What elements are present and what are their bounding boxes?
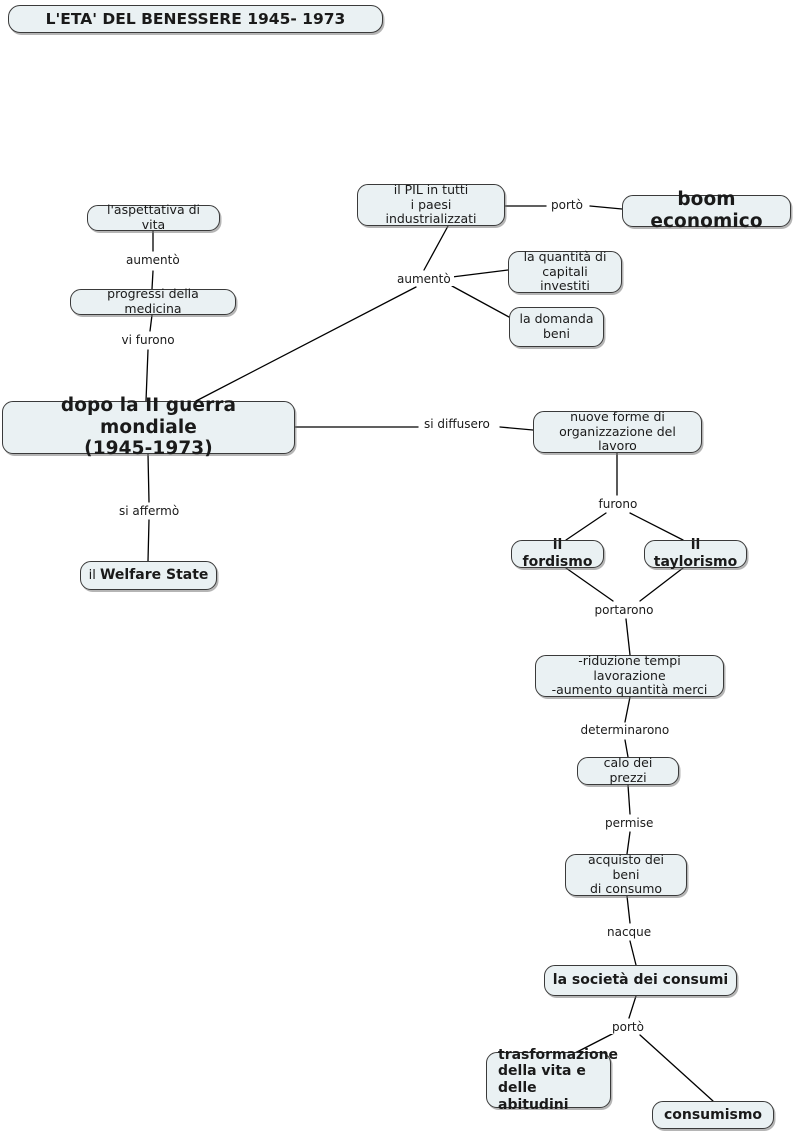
- edge-line: [147, 453, 150, 503]
- edge-line: [629, 512, 684, 541]
- edge-line: [499, 426, 534, 431]
- node-welfare[interactable]: il Welfare State: [80, 561, 217, 590]
- node-nuoveforme[interactable]: nuove forme di organizzazione del lavoro: [533, 409, 702, 453]
- node-domanda[interactable]: la domanda beni: [509, 307, 604, 347]
- node-pil[interactable]: il PIL in tutti i paesi industrializzati: [357, 182, 505, 226]
- node-taylorismo[interactable]: il taylorismo: [644, 537, 747, 570]
- edge-line: [451, 285, 510, 318]
- node-acquisto[interactable]: acquisto dei beni di consumo: [565, 852, 687, 896]
- edge-line: [145, 349, 149, 402]
- edge-line: [624, 696, 631, 723]
- edge-line: [565, 512, 607, 541]
- edge-line: [423, 225, 449, 271]
- edge-line: [639, 567, 684, 602]
- node-welfare-article: il: [88, 567, 100, 583]
- node-calo[interactable]: calo dei prezzi: [577, 755, 679, 785]
- edge-line: [626, 895, 631, 924]
- edge-label-acquisto-societa: nacque: [604, 925, 655, 939]
- edge-line: [589, 205, 623, 210]
- edge-label-dopoguerra-nuoveforme: si diffusero: [421, 417, 493, 431]
- edge-line: [451, 269, 509, 278]
- node-title[interactable]: L'ETA' DEL BENESSERE 1945- 1973: [8, 5, 383, 33]
- edge-line: [628, 995, 637, 1019]
- edge-label-pil-boom: portò: [548, 198, 586, 212]
- edge-line: [147, 519, 150, 562]
- edge-label-societa-trasformazione: portò: [609, 1020, 647, 1034]
- edge-label-dopoguerra-welfare: si affermò: [116, 504, 183, 518]
- edge-label-nuoveforme-fordismo: furono: [595, 497, 641, 511]
- node-trasformazione[interactable]: trasformazione della vita e delle abitud…: [486, 1047, 618, 1113]
- node-aspettativa[interactable]: l'aspettativa di vita: [87, 202, 220, 232]
- node-medicina[interactable]: progressi della medicina: [70, 286, 236, 316]
- node-riduzione[interactable]: -riduzione tempi lavorazione -aumento qu…: [535, 653, 724, 697]
- node-fordismo[interactable]: il fordismo: [511, 537, 604, 570]
- edge-label-medicina-dopoguerra: vi furono: [118, 333, 178, 347]
- edge-label-fordismo-riduzione: portarono: [591, 603, 657, 617]
- edge-line: [627, 784, 631, 815]
- edge-label-pil-capitali: aumentò: [394, 272, 454, 286]
- edge-line: [629, 940, 637, 966]
- node-consumismo[interactable]: consumismo: [652, 1101, 774, 1129]
- edge-line: [626, 831, 631, 855]
- node-welfare-term: Welfare State: [99, 567, 209, 584]
- node-capitali[interactable]: la quantità di capitali investiti: [508, 249, 622, 293]
- node-societa[interactable]: la società dei consumi: [544, 965, 737, 996]
- edge-line: [625, 618, 631, 656]
- edge-label-riduzione-calo: determinarono: [577, 723, 673, 737]
- edge-label-calo-acquisto: permise: [602, 816, 657, 830]
- node-dopoguerra[interactable]: dopo la II guerra mondiale (1945-1973): [2, 395, 295, 459]
- node-boom[interactable]: boom economico: [622, 189, 791, 232]
- edge-label-aspettativa-medicina: aumentò: [123, 253, 183, 267]
- edge-line: [565, 567, 614, 602]
- edge-line: [639, 1034, 714, 1102]
- edge-line: [149, 314, 153, 332]
